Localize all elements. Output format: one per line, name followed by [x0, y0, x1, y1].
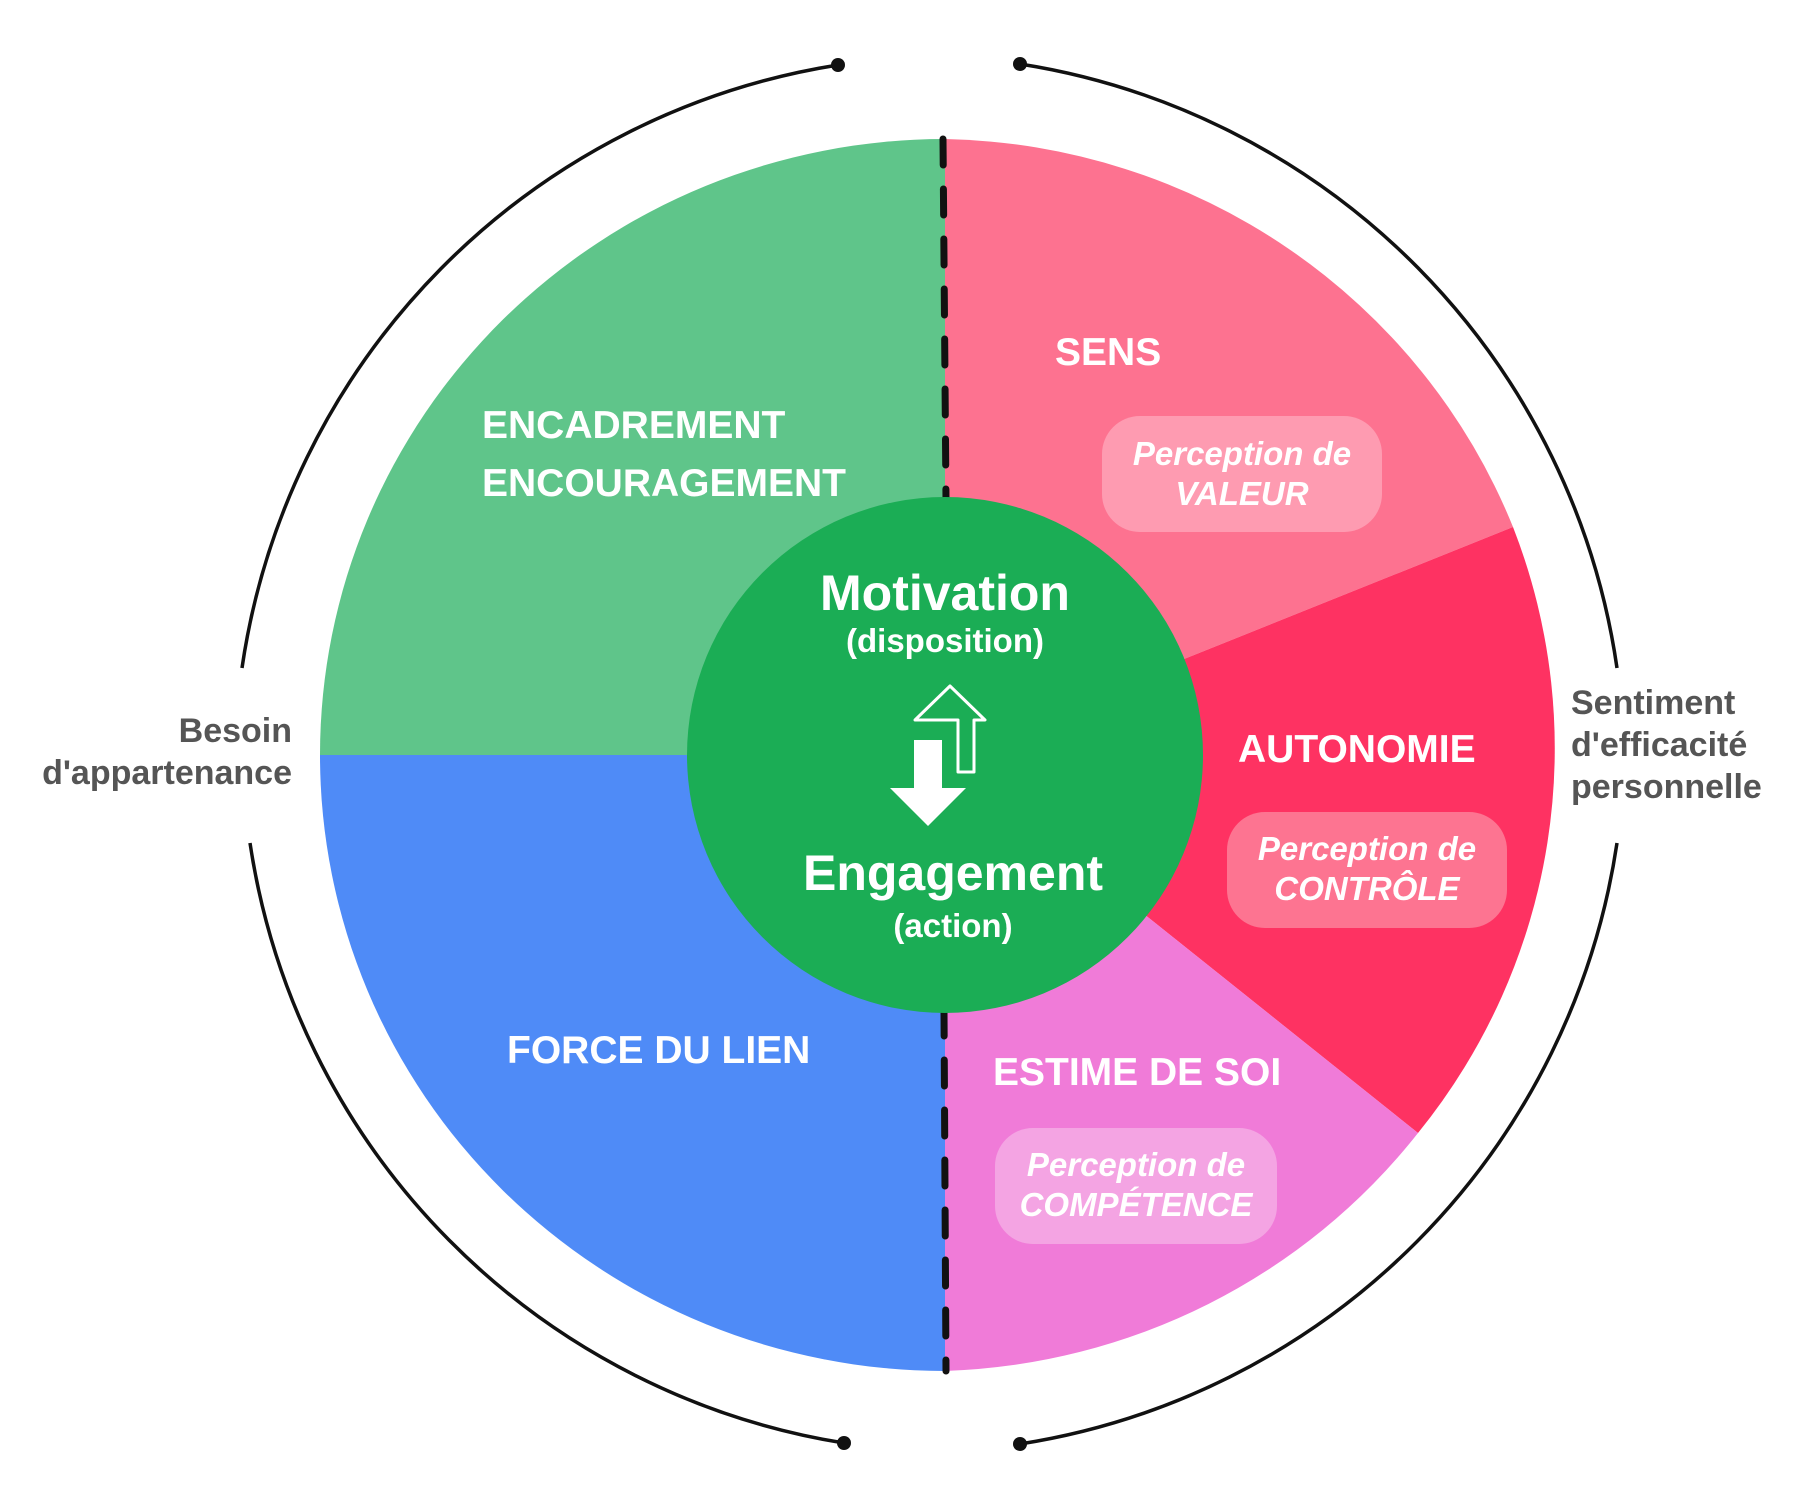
bracket-dot-bottom-left: [837, 1436, 851, 1450]
arrow-down-filled: [890, 740, 966, 826]
divider-top-dashed: [939, 135, 950, 504]
divider-bottom-dashed: [940, 1006, 950, 1375]
pill-autonomie-line1: Perception de: [1258, 830, 1476, 867]
pill-sens-line2: VALEUR: [1175, 475, 1308, 512]
pill-autonomie: [1227, 812, 1507, 928]
pill-estime-line2: COMPÉTENCE: [1020, 1186, 1254, 1223]
label-encouragement: ENCOURAGEMENT: [482, 462, 846, 505]
bracket-dot-bottom-right: [1013, 1437, 1027, 1451]
center-sub-disposition: (disposition): [846, 622, 1044, 659]
side-left-line2: d'appartenance: [42, 754, 292, 792]
bracket-bottom-left: [248, 842, 845, 1445]
bracket-dot-top-left: [831, 58, 845, 72]
label-force-du-lien: FORCE DU LIEN: [507, 1029, 810, 1072]
side-right-line3: personnelle: [1571, 768, 1762, 806]
pill-estime-de-soi: [995, 1128, 1277, 1244]
bracket-bottom-right: [1019, 842, 1619, 1446]
side-right-line2: d'efficacité: [1571, 726, 1747, 764]
pill-sens-line1: Perception de: [1133, 435, 1351, 472]
side-right-line1: Sentiment: [1571, 684, 1735, 722]
center-title-motivation: Motivation: [820, 565, 1070, 621]
bracket-top-right: [1019, 62, 1619, 669]
center-circle: [687, 497, 1203, 1013]
double-arrow-icon: [890, 684, 987, 826]
bracket-top-left: [240, 63, 839, 669]
pill-estime-line1: Perception de: [1027, 1146, 1245, 1183]
side-left-line1: Besoin: [179, 712, 292, 750]
label-estime-de-soi: ESTIME DE SOI: [993, 1051, 1281, 1094]
label-autonomie: AUTONOMIE: [1238, 728, 1476, 771]
pill-sens: [1102, 416, 1382, 532]
pill-autonomie-line2: CONTRÔLE: [1274, 869, 1460, 907]
center-sub-action: (action): [893, 907, 1012, 944]
arrow-up-outline: [913, 684, 987, 774]
bracket-dot-top-right: [1013, 57, 1027, 71]
label-sens: SENS: [1055, 331, 1161, 374]
label-encadrement: ENCADREMENT: [482, 404, 786, 447]
center-title-engagement: Engagement: [803, 845, 1103, 901]
